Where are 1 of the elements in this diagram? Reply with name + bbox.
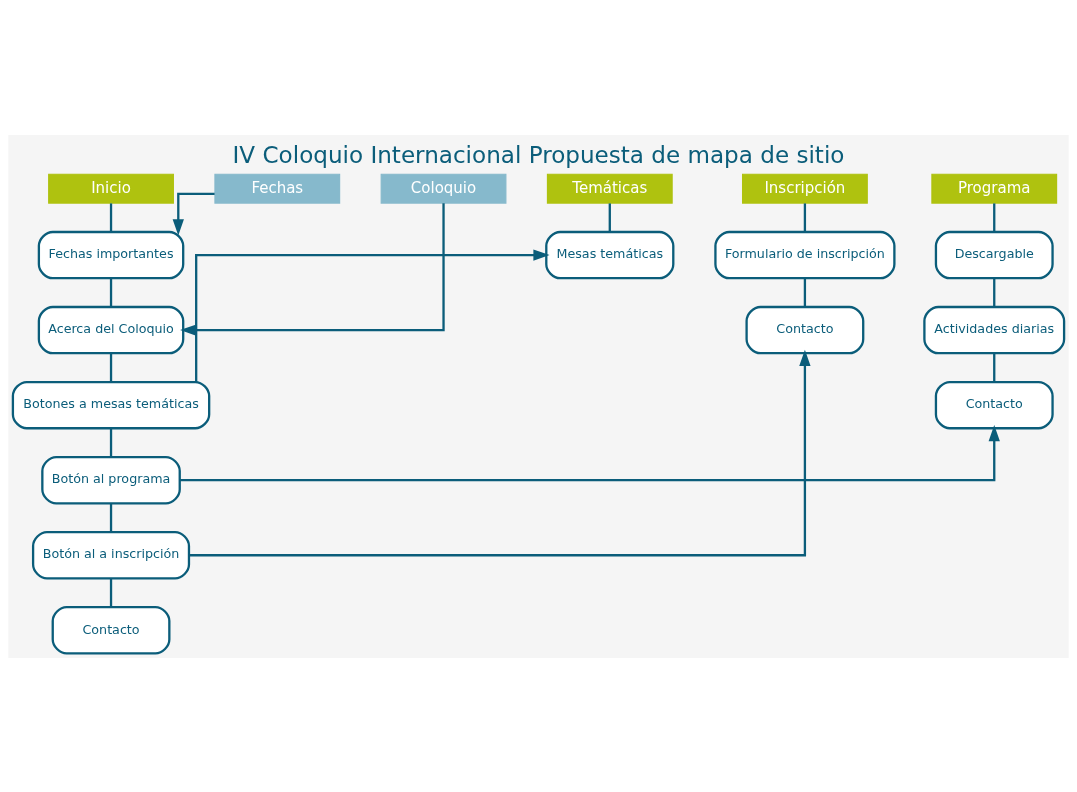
diagram-title: IV Coloquio Internacional Propuesta de mapa de sitio	[232, 141, 845, 168]
